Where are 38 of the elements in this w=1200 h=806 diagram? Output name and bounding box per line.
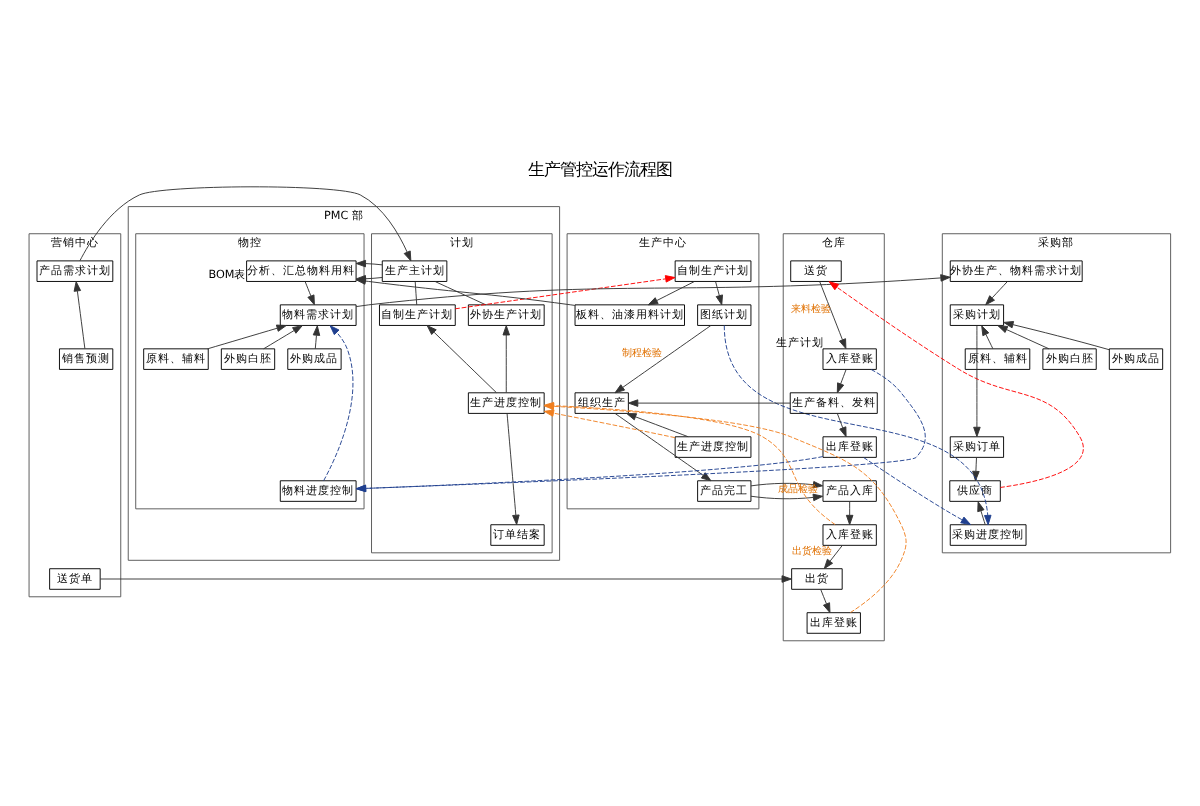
- arrow: [543, 409, 676, 439]
- arrow: [820, 589, 831, 614]
- diagram-title: 生产管控运作流程图: [528, 158, 672, 179]
- arrow: [973, 325, 981, 438]
- arrow: [863, 457, 971, 525]
- arrow: [647, 281, 695, 306]
- arrow: [263, 325, 303, 350]
- arrow: [972, 457, 980, 482]
- arrow: [207, 324, 287, 350]
- arrow: [836, 369, 847, 394]
- arrow: [1003, 320, 1110, 351]
- arrow: [723, 324, 992, 526]
- arrow: [715, 281, 723, 306]
- arrow: [628, 399, 791, 407]
- arrow: [454, 275, 676, 310]
- arrow: [626, 413, 689, 438]
- arrow: [99, 575, 792, 583]
- arrow: [312, 325, 321, 350]
- arrow: [985, 281, 1008, 306]
- arrow: [997, 325, 1050, 350]
- arrow: [845, 501, 854, 526]
- arrow: [73, 281, 86, 350]
- arrow: [614, 412, 712, 482]
- arrow: [323, 325, 354, 482]
- arrow: [823, 545, 843, 570]
- arrow: [506, 413, 520, 526]
- connector: [414, 281, 418, 306]
- arrow: [819, 281, 847, 350]
- arrow: [426, 325, 497, 394]
- arrow: [836, 413, 847, 438]
- arrow: [828, 281, 1084, 488]
- arrow: [981, 325, 994, 350]
- arrow: [977, 501, 986, 526]
- connector: [434, 281, 487, 306]
- arrow: [502, 325, 510, 394]
- arrow: [79, 186, 412, 262]
- arrow: [304, 281, 315, 306]
- arrow: [614, 325, 712, 394]
